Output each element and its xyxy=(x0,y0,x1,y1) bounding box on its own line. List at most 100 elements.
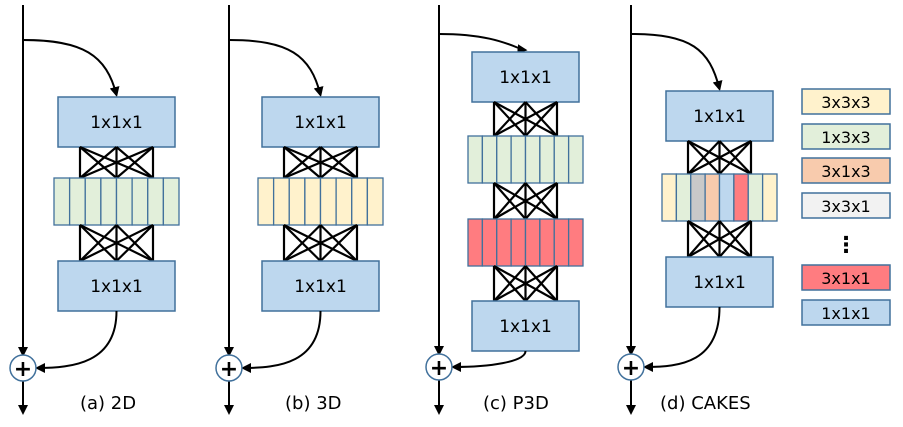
kernel-slice-conv3x3x3 xyxy=(335,177,353,226)
kernel-layer xyxy=(53,177,180,226)
kernel-slice-conv3x1x1 xyxy=(467,218,484,267)
sum-node xyxy=(617,353,645,381)
kernel-slice-conv1x3x3 xyxy=(147,177,165,226)
kernel-slice-conv3x3x3 xyxy=(288,177,306,226)
connection-line xyxy=(115,224,154,262)
connection-line xyxy=(283,224,322,262)
legend-label: 3x1x3 xyxy=(821,162,870,181)
legend-item: 3x3x3 xyxy=(801,88,891,115)
kernel-slice-conv1x3x3 xyxy=(496,135,512,184)
legend-item: 3x3x1 xyxy=(801,192,891,219)
conv-block-top-label: 1x1x1 xyxy=(90,113,143,133)
legend-item: ⋮ xyxy=(835,233,857,258)
connection-line xyxy=(79,224,118,262)
legend-swatch xyxy=(801,157,891,184)
plus-icon: + xyxy=(14,357,32,382)
legend-label: 3x1x1 xyxy=(821,269,870,288)
legend-label: 3x3x1 xyxy=(821,197,870,216)
sum-node xyxy=(9,354,37,382)
kernel-slice-conv1x3x3 xyxy=(675,173,692,222)
kernel-slice-conv3x1x1 xyxy=(553,218,570,267)
legend-swatch xyxy=(801,264,891,291)
conv-block-top-label: 1x1x1 xyxy=(294,113,347,133)
panel-caption: (b) 3D xyxy=(285,393,342,414)
residual-arrow xyxy=(451,350,527,372)
conv-block-bottom xyxy=(471,300,580,352)
panel-caption: (d) CAKES xyxy=(660,393,751,414)
kernel-slice-conv1x3x3 xyxy=(131,177,149,226)
kernel-slice-conv1x3x3 xyxy=(524,135,541,184)
kernel-slice-conv3x1x3 xyxy=(704,173,721,222)
kernel-slice-conv1x3x3 xyxy=(84,177,102,226)
connection-line xyxy=(493,101,527,137)
conv-block-bottom-label: 1x1x1 xyxy=(693,273,746,293)
residual-arrow xyxy=(35,310,118,373)
full-connection xyxy=(282,224,359,262)
conv-block-bottom-label: 1x1x1 xyxy=(294,277,347,297)
connection-line xyxy=(493,265,558,302)
legend-swatch xyxy=(801,123,891,150)
kernel-layer xyxy=(257,177,384,226)
legend-item: 1x3x3 xyxy=(801,123,891,150)
kernel-slice-conv1x3x3 xyxy=(567,135,584,184)
connection-line xyxy=(283,224,358,262)
kernel-slice-conv1x3x3 xyxy=(553,135,570,184)
full-connection xyxy=(492,265,559,302)
kernel-slice-conv3x1x1 xyxy=(481,218,498,267)
connection-line xyxy=(319,146,358,179)
kernel-slice-conv1x1x1 xyxy=(718,173,735,222)
sum-node xyxy=(215,354,243,382)
kernel-slice-conv1x3x3 xyxy=(68,177,86,226)
kernel-slice-conv1x3x3 xyxy=(481,135,498,184)
legend-swatch xyxy=(801,192,891,219)
kernel-slice-conv1x3x3 xyxy=(747,173,764,222)
connection-line xyxy=(524,182,558,220)
branch-arrow xyxy=(438,33,528,55)
legend-swatch xyxy=(801,88,891,115)
sum-node xyxy=(425,353,453,381)
legend-item: 3x1x3 xyxy=(801,157,891,184)
connection-line xyxy=(283,145,358,180)
kernel-slice-conv3x3x3 xyxy=(351,177,369,226)
connection-line xyxy=(718,140,752,175)
connection-line xyxy=(115,146,154,179)
plus-icon: + xyxy=(622,356,640,381)
kernel-slice-conv1x3x3 xyxy=(467,135,484,184)
connection-line xyxy=(687,220,721,258)
kernel-slice-conv1x3x3 xyxy=(53,177,71,226)
full-connection xyxy=(282,145,359,180)
conv-block-bottom xyxy=(57,260,176,312)
panel-caption: (c) P3D xyxy=(483,393,549,414)
branch-arrow xyxy=(630,33,723,91)
legend-label: 1x3x3 xyxy=(821,128,870,147)
kernel-slice-conv3x1x1 xyxy=(539,218,555,267)
connection-line xyxy=(79,224,154,262)
full-connection xyxy=(686,220,753,258)
plus-icon: + xyxy=(220,357,238,382)
full-connection xyxy=(686,140,753,175)
legend-label: 1x1x1 xyxy=(821,304,870,323)
kernel-slice-conv3x3x3 xyxy=(319,177,337,226)
kernel-slice-conv3x3x3 xyxy=(761,173,778,222)
legend-ellipsis: ⋮ xyxy=(835,233,857,258)
connection-line xyxy=(524,101,558,137)
legend-swatch xyxy=(801,299,891,326)
connection-line xyxy=(493,265,527,302)
connection-line xyxy=(493,182,527,220)
kernel-slice-conv3x1x1 xyxy=(496,218,512,267)
conv-block-top xyxy=(57,96,176,148)
plus-icon: + xyxy=(430,356,448,381)
kernel-slice-conv3x3x3 xyxy=(304,177,322,226)
kernel-layer xyxy=(467,135,584,184)
kernel-legend: 3x3x3 1x3x3 3x1x3 3x3x1 ⋮ 3x1x1 1x1x1 xyxy=(801,88,891,326)
conv-block-top-label: 1x1x1 xyxy=(499,68,552,88)
conv-block-top xyxy=(665,90,774,142)
full-connection xyxy=(492,101,559,137)
connection-line xyxy=(493,182,558,220)
kernel-slice-gray xyxy=(690,173,706,222)
legend-item: 1x1x1 xyxy=(801,299,891,326)
residual-arrow xyxy=(241,310,322,373)
connection-line xyxy=(79,145,154,180)
